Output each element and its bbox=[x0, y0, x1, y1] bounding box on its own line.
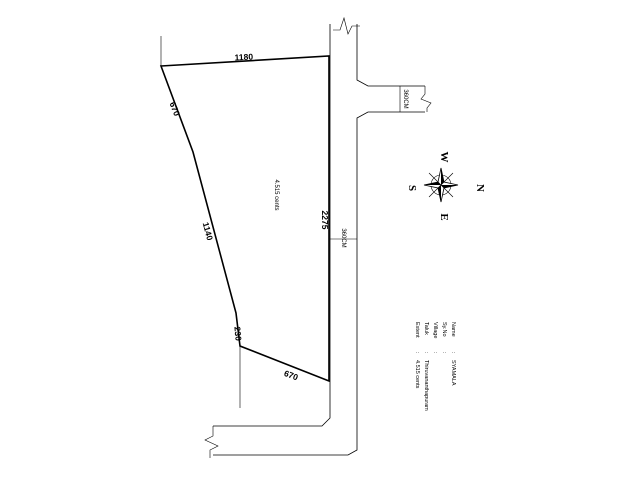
break-mark-top bbox=[333, 16, 360, 35]
details-block: Name : SYAMALA Sy.No : Village : Taluk :… bbox=[414, 322, 456, 411]
road-branch-width-label: 360CM bbox=[402, 89, 408, 108]
compass-rose bbox=[423, 167, 459, 203]
compass-east-label: E bbox=[438, 213, 450, 220]
break-mark-bottom bbox=[204, 426, 219, 458]
svg-text::: : bbox=[441, 352, 447, 354]
svg-text::: : bbox=[414, 352, 420, 354]
road-outline bbox=[204, 16, 432, 458]
svg-text:Extent: Extent bbox=[414, 322, 420, 338]
plot-boundary bbox=[159, 55, 330, 383]
road-main-width-label: 360CM bbox=[340, 228, 346, 247]
details-row-taluk: Taluk : Thiruvananthapuram bbox=[423, 322, 429, 411]
svg-text:Village: Village bbox=[432, 322, 438, 338]
compass-north-label: N bbox=[474, 184, 486, 192]
dim-top: 1180 bbox=[234, 52, 253, 63]
svg-text:SYAMALA: SYAMALA bbox=[450, 360, 456, 386]
compass-west-label: W bbox=[438, 152, 450, 163]
svg-text::: : bbox=[423, 352, 429, 354]
dim-lower-left: 230 bbox=[232, 326, 243, 341]
details-row-village: Village : bbox=[432, 322, 438, 354]
dim-bottom: 670 bbox=[283, 368, 300, 383]
dim-right: 2275 bbox=[320, 211, 330, 230]
plot-area-label: 4.515 cents bbox=[273, 179, 279, 210]
break-mark-right bbox=[420, 86, 432, 112]
svg-text:Taluk: Taluk bbox=[423, 322, 429, 335]
svg-text::: : bbox=[432, 352, 438, 354]
svg-text:4.515 cents: 4.515 cents bbox=[414, 360, 420, 389]
svg-text:Sy.No: Sy.No bbox=[441, 322, 447, 337]
svg-text::: : bbox=[450, 352, 456, 354]
dim-left: 1140 bbox=[201, 221, 216, 242]
details-row-name: Name : SYAMALA bbox=[450, 322, 456, 386]
details-row-extent: Extent : 4.515 cents bbox=[414, 322, 420, 389]
svg-text:Thiruvananthapuram: Thiruvananthapuram bbox=[423, 360, 429, 411]
details-row-syno: Sy.No : bbox=[441, 322, 447, 354]
compass-south-label: S bbox=[406, 185, 418, 191]
svg-text:Name: Name bbox=[450, 322, 456, 337]
